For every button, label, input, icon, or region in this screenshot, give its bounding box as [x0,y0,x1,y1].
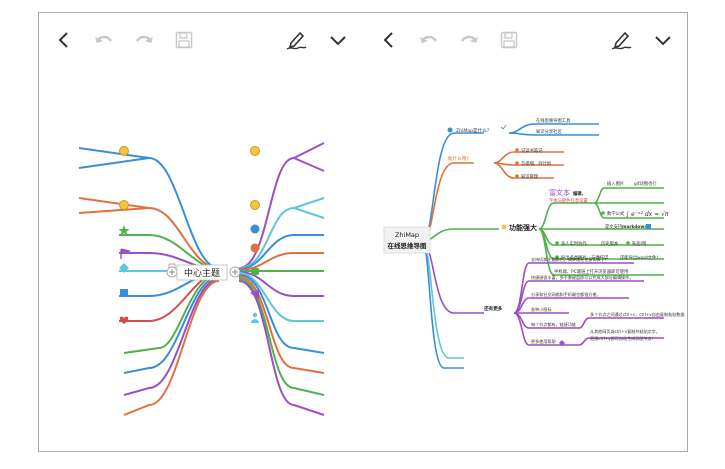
person-icon [251,312,259,323]
formula-label[interactable]: 数学公式 [607,210,625,217]
info-icon [447,127,453,133]
redo-icon [136,35,153,43]
leaf-node[interactable]: 分享和社交网络和手机端也都很方便。 [531,291,601,297]
left-editor-pane: 中心主题 [39,13,364,453]
app-frame: 中心主题 [38,12,688,452]
rich-text-line2[interactable]: 字体与颜色任意设置 [549,197,588,204]
pen-signature-icon [286,31,307,50]
bullet-icon [555,241,559,245]
smiley-icon [119,146,129,156]
dropdown-button[interactable] [325,27,351,53]
branch-more[interactable]: 还有更多 [483,305,503,312]
leaf-node[interactable]: 支持切换主题颜色，简单漂亮任意切换了！ [531,256,609,262]
leaf-node[interactable]: 知识管理 [521,173,539,180]
chevron-down-icon [655,36,671,46]
flag-icon [120,248,132,259]
undo-icon [95,35,112,43]
bullet-icon [515,161,519,165]
heart-icon [119,316,129,324]
edit-note-icon [646,224,651,229]
root-title: ZhiMap [395,231,419,239]
help-icon [559,340,565,346]
bullet-icon [515,174,519,178]
markdown-word: markdown [622,224,647,230]
leaf-node[interactable]: 导出多类图片、方便打印 [561,254,608,261]
leaf-node[interactable]: 在线思维导图工具 [536,117,571,124]
money-bag-icon [250,224,260,234]
save-button[interactable] [496,27,522,53]
central-topic-node[interactable]: 中心主题 [166,263,241,281]
floppy-disk-icon [500,31,518,49]
bullet-icon [601,211,605,215]
branch-what-is[interactable]: ZhiMap是什么？ [456,127,491,134]
star-icon [118,225,130,236]
floppy-disk-icon [175,31,193,49]
edit-button[interactable] [283,27,309,53]
smiley-icon [119,200,129,210]
undo-button[interactable] [91,27,117,53]
rich-text-title[interactable]: 富文本 [549,188,570,197]
leaf-node[interactable]: 记读书笔记 [521,147,543,154]
right-mind-map[interactable]: ZhiMap 在线思维导图 ZhiMap是什么？ 能什么用？ 功能强大 还有更多… [364,13,689,453]
chevron-left-icon [383,32,393,48]
root-subtitle: 在线思维导图 [388,241,428,250]
back-button[interactable] [51,27,77,53]
root-node[interactable]: ZhiMap 在线思维导图 [383,226,431,254]
leaf-node[interactable]: 直接ctrl+v即可自动生成导图节点！ [590,335,656,341]
leaf-node[interactable]: 每个节点都有，链接功能 [531,321,576,327]
formula-expression: ∫ e⁻ˣ² dx = √π [626,211,669,218]
leaf-node[interactable]: 知识分享社区 [536,128,562,135]
undo-icon [420,35,437,43]
smiley-icon [250,200,260,210]
branch-what-for[interactable]: 能什么用？ [448,155,471,162]
dropdown-button[interactable] [650,27,676,53]
megaphone-icon [250,289,259,299]
markdown-label[interactable]: 是文支持 [605,223,623,230]
thumbs-up-icon [251,268,259,275]
chevron-down-icon [330,36,346,46]
leaf-node[interactable]: 更多使用帮助 [531,338,556,344]
edit-button[interactable] [608,27,634,53]
left-mind-map[interactable]: 中心主题 [39,13,364,453]
smiley-icon [250,146,260,156]
leaf-node[interactable]: 多个节点之间通过ctrl+c，ctrl+v自由复制粘贴数据 [590,311,684,317]
chevron-left-icon [58,32,68,48]
bullet-icon [626,241,630,245]
leaf-node[interactable]: 历史版本 [601,240,619,247]
leaf-node[interactable]: 手机端、PC端链上打开浏览器即可使用 [554,268,628,275]
undo-button[interactable] [416,27,442,53]
leaf-node[interactable]: 插入图片 [607,180,624,187]
check-icon [500,124,507,130]
pen-signature-icon [611,31,632,50]
bulb-icon [501,224,507,230]
leaf-node[interactable]: 私密/明 [632,240,646,247]
back-button[interactable] [376,27,402,53]
leaf-node[interactable]: 写提纲、列计划 [521,160,551,167]
diamond-icon [119,263,129,273]
leaf-node[interactable]: 各种小图标 [531,306,551,312]
leaf-node[interactable]: 多人实时协作 [561,240,587,247]
leaf-node[interactable]: 从其他网页或ctrl+v复制并粘贴文字， [590,328,660,334]
central-topic-label: 中心主题 [184,267,220,279]
redo-icon [461,35,478,43]
leaf-node[interactable]: gif动图也行 [634,180,657,187]
bullet-icon [515,148,519,152]
right-editor-pane: ZhiMap 在线思维导图 ZhiMap是什么？ 能什么用？ 功能强大 还有更多… [364,13,689,453]
square-icon [120,289,128,297]
branch-features[interactable]: 功能强大 [509,223,537,232]
leaf-node[interactable]: 快捷键很丰富，多不需键盘即可以完成大部分编辑操作。 [531,274,633,280]
save-button[interactable] [171,27,197,53]
bullet-icon [555,255,559,259]
rich-text-bold: 编辑, [573,190,584,197]
redo-button[interactable] [131,27,157,53]
check-badge-icon [250,243,260,253]
redo-button[interactable] [456,27,482,53]
leaf-node[interactable]: 还能导出word文件! [620,254,658,261]
